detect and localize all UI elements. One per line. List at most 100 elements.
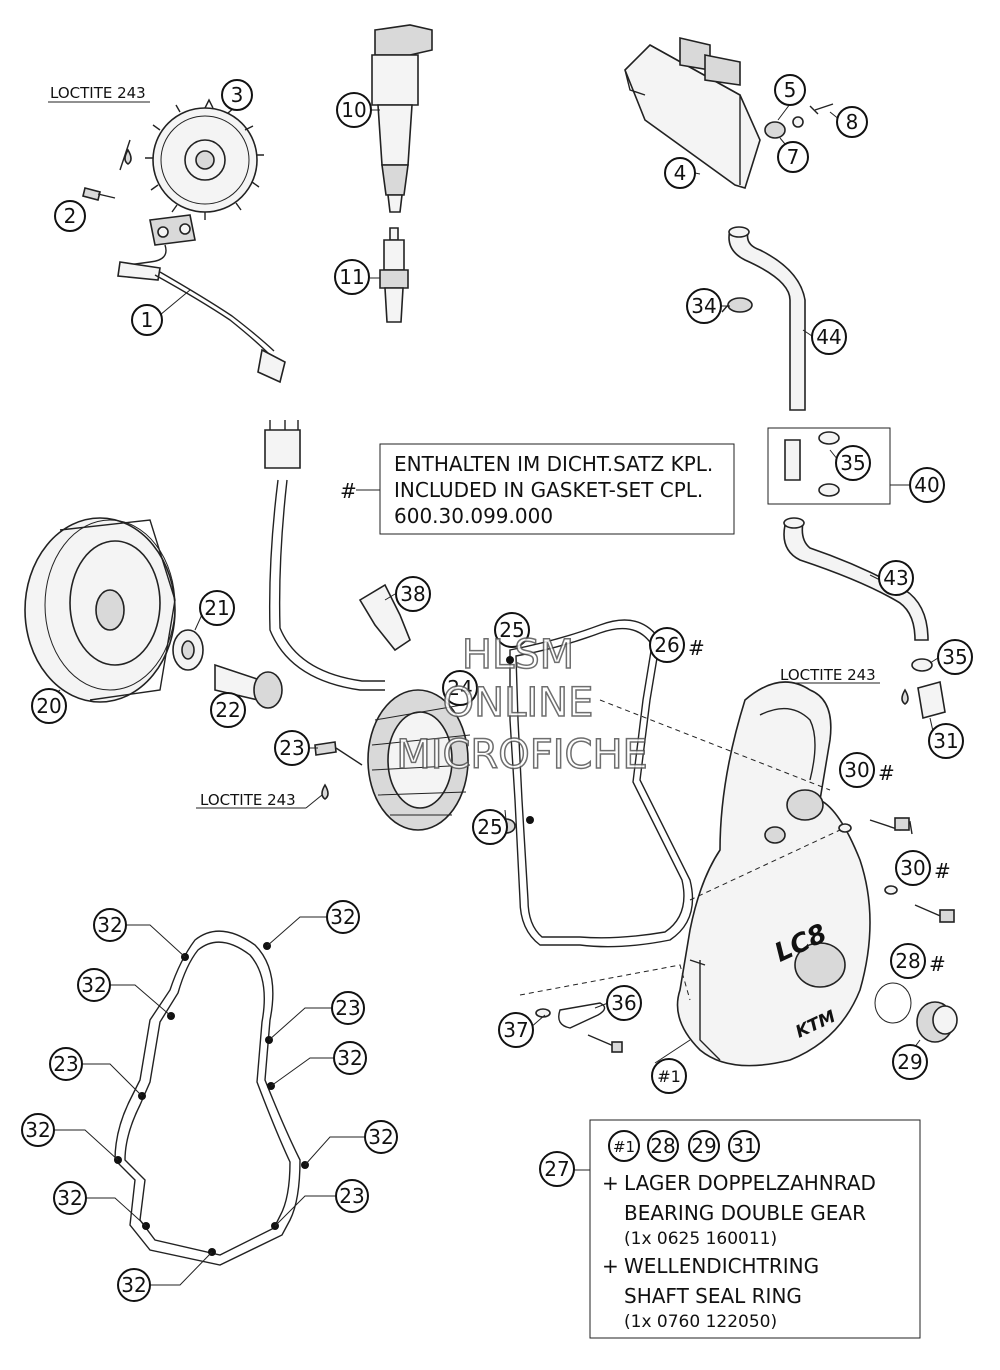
hash-30a: # [878, 761, 895, 785]
stator-coil [367, 689, 471, 831]
bolt-23 [314, 741, 363, 766]
plug-29 [916, 1001, 958, 1043]
callout-hash1: #1 [651, 1058, 687, 1094]
svg-text:32: 32 [25, 1118, 50, 1142]
svg-text:HLSM: HLSM [462, 632, 574, 678]
loctite-label-1: LOCTITE 243 [50, 84, 146, 102]
svg-text:31: 31 [731, 1134, 756, 1158]
note-ref-28: 28 [647, 1130, 679, 1162]
callout-30b: 30 [895, 850, 931, 886]
callout-10: 10 [336, 92, 372, 128]
callout-1: 1 [131, 304, 163, 336]
svg-text:1: 1 [141, 308, 154, 332]
svg-text:23: 23 [335, 996, 360, 1020]
svg-text:24: 24 [447, 676, 472, 700]
svg-text:32: 32 [330, 905, 355, 929]
svg-text:SHAFT SEAL RING: SHAFT SEAL RING [624, 1284, 802, 1308]
svg-text:28: 28 [895, 949, 920, 973]
svg-text:2: 2 [64, 204, 77, 228]
svg-text:32: 32 [81, 973, 106, 997]
watermark: HLSM ONLINE MICROFICHE [395, 631, 648, 779]
svg-text:4: 4 [674, 161, 687, 185]
bolt-22 [214, 663, 283, 709]
callout-40: 40 [909, 467, 945, 503]
bolt-2 [82, 187, 116, 201]
svg-text:+: + [602, 1171, 619, 1195]
svg-text:32: 32 [368, 1125, 393, 1149]
svg-text:30: 30 [844, 758, 869, 782]
svg-text:29: 29 [691, 1134, 716, 1158]
flywheel-rotor [24, 517, 176, 703]
loctite-label-3: LOCTITE 243 [200, 791, 296, 809]
svg-text:7: 7 [787, 145, 800, 169]
svg-text:26: 26 [654, 633, 679, 657]
callout-g1: 32 [93, 908, 127, 942]
svg-text:+: + [602, 1254, 619, 1278]
svg-text:#1: #1 [657, 1067, 681, 1086]
svg-text:600.30.099.000: 600.30.099.000 [394, 504, 553, 528]
callout-38: 38 [395, 576, 431, 612]
callout-29: 29 [892, 1044, 928, 1080]
svg-text:31: 31 [933, 729, 958, 753]
note-ref-31: 31 [728, 1130, 760, 1162]
note-ref-hash1: #1 [608, 1130, 640, 1162]
crank-sensor [117, 214, 286, 384]
svg-text:23: 23 [339, 1184, 364, 1208]
grommet-7 [764, 103, 834, 139]
note-ref-29: 29 [688, 1130, 720, 1162]
washer-21 [172, 629, 204, 671]
callout-35b: 35 [937, 639, 973, 675]
svg-text:32: 32 [121, 1273, 146, 1297]
callout-8: 8 [836, 106, 868, 138]
base-gasket-leaders [54, 916, 365, 1286]
callout-36: 36 [606, 985, 642, 1021]
callout-2: 2 [54, 200, 86, 232]
svg-text:23: 23 [279, 736, 304, 760]
svg-text:3: 3 [231, 83, 244, 107]
breather-hose-44 [728, 226, 806, 411]
svg-text:5: 5 [784, 78, 797, 102]
callout-21: 21 [199, 590, 235, 626]
svg-text:#1: #1 [613, 1138, 635, 1156]
ignition-coil [371, 24, 433, 213]
ignition-cover: LC8 KTM [676, 681, 871, 1067]
svg-text:32: 32 [97, 913, 122, 937]
callout-31: 31 [928, 723, 964, 759]
svg-text:35: 35 [840, 451, 865, 475]
fitting-31 [901, 680, 946, 720]
breather-hose-43 [783, 517, 929, 641]
svg-text:20: 20 [36, 694, 61, 718]
hose-clamp-34 [721, 297, 753, 313]
callout-37: 37 [498, 1012, 534, 1048]
callout-5: 5 [774, 74, 806, 106]
callout-3: 3 [221, 79, 253, 111]
svg-text:44: 44 [816, 325, 841, 349]
svg-text:40: 40 [914, 473, 939, 497]
svg-text:LAGER DOPPELZAHNRAD: LAGER DOPPELZAHNRAD [624, 1171, 876, 1195]
bearing-note: + LAGER DOPPELZAHNRAD BEARING DOUBLE GEA… [574, 1119, 921, 1339]
callout-27: 27 [539, 1151, 575, 1187]
loctite-drop-3 [321, 783, 329, 800]
callout-25b: 25 [472, 809, 508, 845]
callout-30a: 30 [839, 752, 875, 788]
svg-text:21: 21 [204, 596, 229, 620]
spark-plug [379, 227, 409, 323]
svg-text:22: 22 [215, 698, 240, 722]
svg-text:(1x 0625 160011): (1x 0625 160011) [624, 1229, 777, 1249]
stator-connector [264, 420, 385, 691]
svg-text:32: 32 [57, 1186, 82, 1210]
callout-g6: 32 [21, 1113, 55, 1147]
callout-44: 44 [811, 319, 847, 355]
callout-g2: 32 [326, 900, 360, 934]
callout-7: 7 [777, 141, 809, 173]
callout-34: 34 [686, 288, 722, 324]
svg-text:MICROFICHE: MICROFICHE [396, 732, 648, 778]
svg-text:27: 27 [544, 1157, 569, 1181]
svg-text:10: 10 [341, 98, 366, 122]
callout-g5: 32 [333, 1041, 367, 1075]
callout-g11: 32 [117, 1268, 151, 1302]
callout-g8: 23 [49, 1047, 83, 1081]
svg-text:ONLINE: ONLINE [443, 680, 594, 726]
callout-24: 24 [442, 670, 478, 706]
